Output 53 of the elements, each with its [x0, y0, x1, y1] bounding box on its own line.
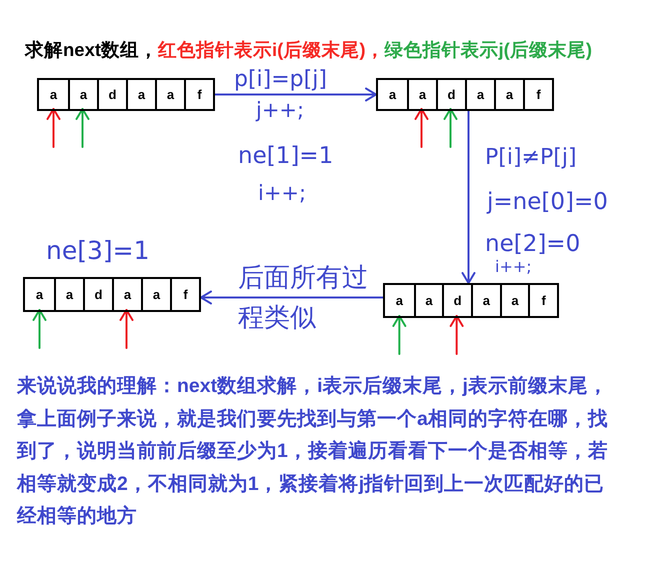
handwritten-note: j++;	[256, 98, 304, 123]
legend-text: 红色指针表示i(后缀末尾)，	[158, 39, 385, 60]
pointer-arrow	[450, 315, 464, 355]
array-cell: f	[528, 285, 557, 316]
handwritten-note: i++;	[495, 257, 532, 276]
array-cell: a	[68, 80, 97, 109]
array-cell: a	[126, 80, 155, 109]
array-cell: f	[184, 80, 213, 109]
array-cell: a	[500, 285, 528, 316]
handwritten-note: ne[2]=0	[485, 231, 580, 257]
pointer-arrow	[120, 309, 134, 349]
array-box	[376, 78, 554, 111]
array-cell: d	[442, 285, 471, 316]
array-cell: a	[385, 285, 414, 316]
array-cell: a	[465, 80, 494, 109]
explanation-text: 来说说我的理解：next数组求解，i表示后缀末尾，j表示前缀末尾，拿上面例子来说，就是我们要先找到与第一个a相同的字符在哪，找到了，说明当前前后缀至少为1，接着遍历看看下一个是否相等，若相等就变成2，不相同就为1，紧接着将j指针回到上一次匹配好的已经相等的地方	[17, 374, 609, 529]
array-cell: f	[170, 279, 199, 310]
title: 求解next数组，	[25, 39, 158, 60]
pointer-arrow	[444, 108, 458, 148]
array-cell: d	[97, 80, 126, 109]
arrow	[214, 88, 377, 102]
array-cell: a	[407, 80, 436, 109]
array-cell: a	[494, 80, 523, 109]
array-cell: a	[378, 80, 407, 109]
pointer-arrow	[46, 108, 60, 148]
array-cell: f	[523, 80, 552, 109]
array-cell: a	[414, 285, 442, 316]
pointer-arrow	[392, 315, 406, 355]
array-cell: a	[39, 80, 68, 109]
legend-text: 绿色指针表示j(后缀末尾)	[384, 39, 592, 60]
array-box	[23, 277, 201, 312]
pointer-arrow	[414, 108, 428, 148]
handwritten-note: ne[1]=1	[238, 143, 334, 170]
array-box	[383, 283, 559, 318]
pointer-arrow	[76, 108, 90, 148]
array-cell: a	[141, 279, 170, 310]
array-cell: a	[155, 80, 184, 109]
arrow	[462, 110, 476, 284]
arrow	[200, 290, 384, 304]
array-cell: a	[471, 285, 500, 316]
handwritten-note: i++;	[258, 181, 306, 206]
edge-label: p[i]=p[j]	[234, 67, 327, 93]
handwritten-note: ne[3]=1	[46, 236, 150, 265]
array-cell: a	[112, 279, 141, 310]
handwritten-note: j=ne[0]=0	[487, 189, 608, 216]
array-cell: a	[54, 279, 83, 310]
edge-label: P[i]≠P[j]	[485, 145, 577, 171]
array-box	[37, 78, 215, 111]
array-cell: d	[83, 279, 112, 310]
array-cell: d	[436, 80, 465, 109]
array-cell: a	[25, 279, 54, 310]
pointer-arrow	[32, 309, 46, 349]
edge-label: 后面所有过程类似	[238, 262, 369, 335]
